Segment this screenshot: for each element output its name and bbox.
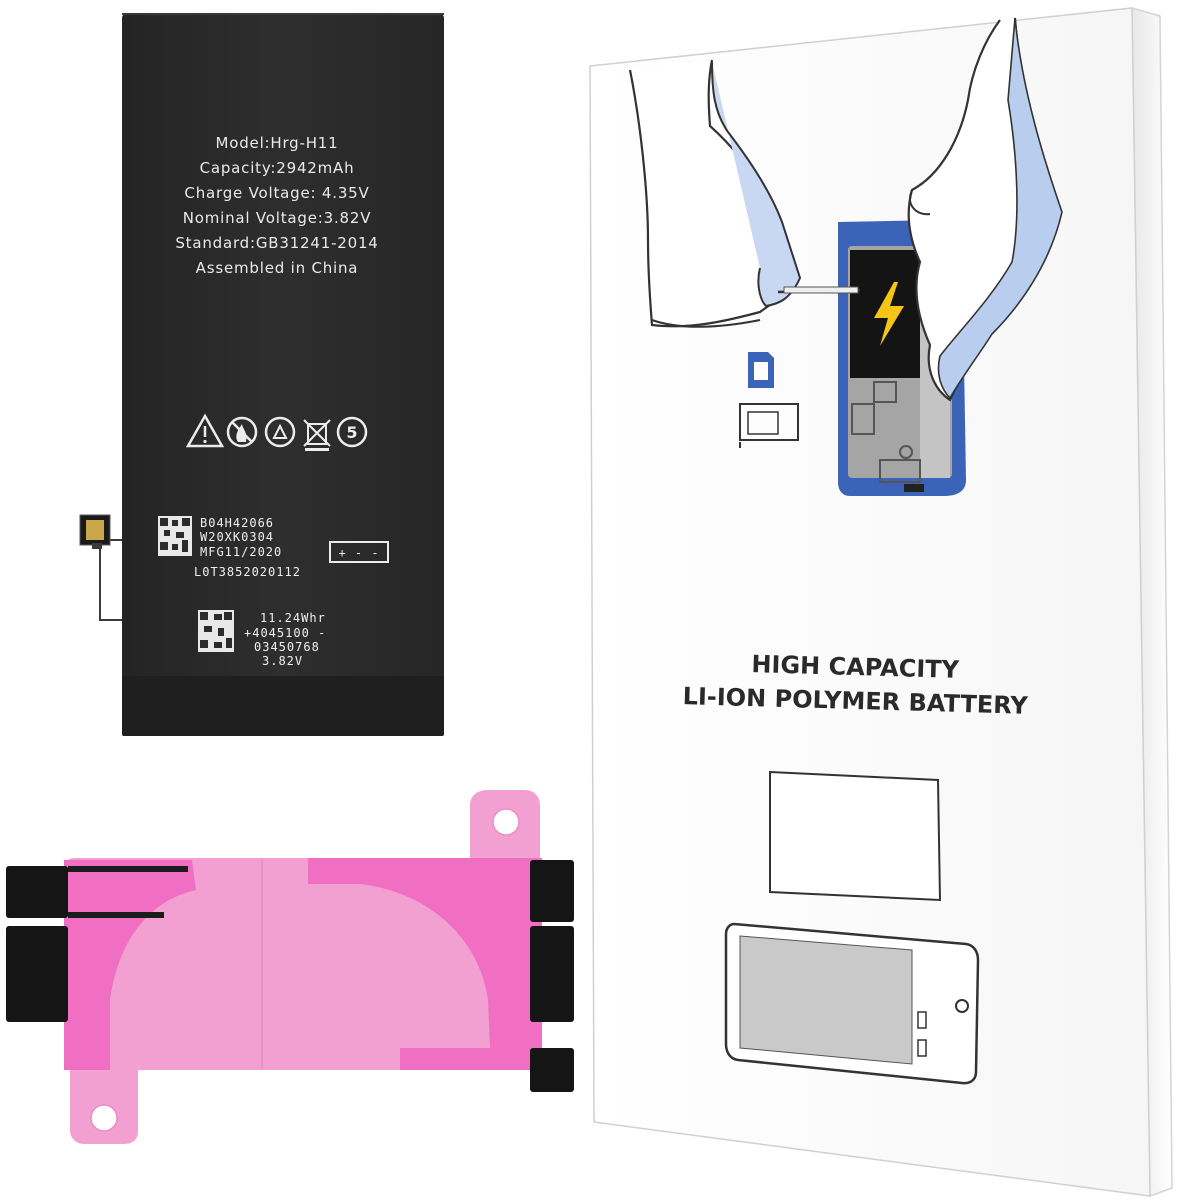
- polarity-marking: + - -: [329, 541, 389, 563]
- no-trash-bin-icon: [303, 419, 331, 451]
- spec-charge-voltage: Charge Voltage: 4.35V: [184, 184, 369, 202]
- adhesive-strips: [6, 790, 574, 1144]
- code-line: 03450768: [254, 640, 320, 654]
- battery-spec-label: Model:Hrg-H11 Capacity:2942mAh Charge Vo…: [175, 134, 378, 277]
- adhesive-tab: [530, 860, 574, 922]
- blank-label-frame: [769, 770, 942, 902]
- five-year-icon: 5: [336, 416, 368, 448]
- polarity-label: + - -: [338, 546, 379, 560]
- adhesive-tab: [6, 926, 68, 1022]
- spec-capacity: Capacity:2942mAh: [200, 159, 355, 177]
- battery-flex-cable: [79, 514, 122, 621]
- adhesive-tab: [530, 1048, 574, 1092]
- hands-illustration: [628, 17, 1063, 402]
- sim-card-illustration: [739, 352, 799, 448]
- lightning-bolt-icon: [874, 282, 904, 346]
- code-line: B04H42066: [200, 516, 274, 530]
- retail-box: HIGH CAPACITY LI-ION POLYMER BATTERY: [589, 7, 1173, 1198]
- pull-tab-bottom: [70, 1060, 138, 1144]
- small-phone-illustration: [724, 922, 980, 1085]
- warning-triangle-icon: [185, 413, 225, 448]
- code-line: 3.82V: [262, 654, 303, 668]
- code-line: +4045100 -: [244, 626, 326, 640]
- battery-cell: Model:Hrg-H11 Capacity:2942mAh Charge Vo…: [79, 13, 444, 736]
- spec-standard: Standard:GB31241-2014: [175, 234, 378, 252]
- battery-warning-symbols: 5: [185, 413, 368, 451]
- spec-nominal-voltage: Nominal Voltage:3.82V: [183, 209, 372, 227]
- adhesive-film: [64, 858, 542, 1070]
- battery-body: [122, 14, 444, 736]
- spec-model: Model:Hrg-H11: [216, 134, 339, 152]
- pull-tab-hole: [492, 808, 520, 836]
- spec-origin: Assembled in China: [196, 259, 359, 277]
- qr-code: [158, 516, 192, 556]
- adhesive-tab: [6, 866, 68, 918]
- five-year-digit: 5: [346, 423, 357, 442]
- code-line: 11.24Whr: [260, 611, 326, 625]
- pull-tab-hole: [90, 1104, 118, 1132]
- qr-code: [198, 610, 234, 652]
- box-headline-line1: HIGH CAPACITY: [751, 650, 960, 684]
- energy-codes: 11.24Whr +4045100 - 03450768 3.82V: [244, 611, 326, 668]
- no-fire-icon: [226, 416, 258, 448]
- code-line: MFG11/2020: [200, 545, 282, 559]
- adhesive-tab: [530, 926, 574, 1022]
- production-codes: B04H42066 W20XK0304 MFG11/2020 L0T385202…: [194, 516, 301, 579]
- code-line: W20XK0304: [200, 530, 274, 544]
- recycle-icon: [264, 416, 296, 448]
- code-line: L0T3852020112: [194, 565, 301, 579]
